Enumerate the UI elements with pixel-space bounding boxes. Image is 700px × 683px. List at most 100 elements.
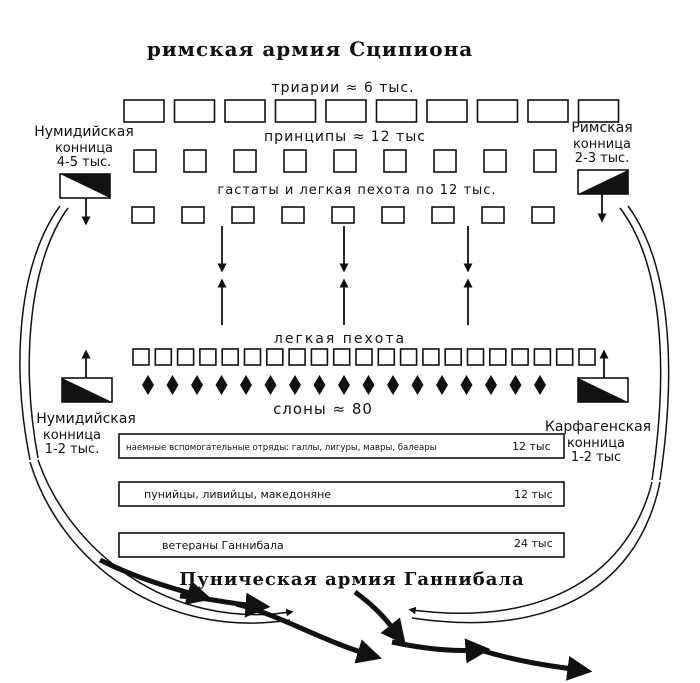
light-infantry-unit	[288, 348, 306, 366]
punic-line: пунийцы, ливийцы, македоняне 12 тыс	[118, 481, 565, 507]
left-cavalry-bottom-type: конница	[43, 428, 101, 443]
hastati-unit	[481, 206, 505, 224]
arrow-icon	[98, 557, 213, 605]
light-infantry-unit	[511, 348, 529, 366]
light-infantry-unit	[176, 348, 195, 366]
elephants-label: слоны ≈ 80	[273, 400, 373, 418]
right-cavalry-top-type: конница	[573, 137, 631, 152]
elephant-diamond-icon	[362, 375, 375, 395]
left-cavalry-bottom-name: Нумидийская	[36, 411, 136, 427]
arrow-icon	[353, 589, 406, 645]
elephant-diamond-icon	[411, 375, 424, 395]
principes-unit	[183, 149, 207, 173]
light-infantry-unit	[377, 348, 396, 366]
hastati-unit	[381, 206, 405, 224]
arrow-icon	[37, 459, 294, 617]
principes-unit	[383, 149, 407, 173]
cavalry-flag-icon	[577, 169, 629, 195]
triarii-unit	[123, 99, 165, 123]
veterans-size: 24 тыс	[514, 537, 553, 550]
arrow-icon	[391, 638, 491, 664]
cavalry-flag-icon	[61, 377, 113, 403]
arrow-icon	[179, 592, 271, 618]
light-infantry-unit	[199, 348, 217, 366]
arrow-icon	[479, 647, 593, 681]
mercenaries-label: наемные вспомогательные отряды: галлы, л…	[126, 443, 437, 453]
triarii-unit	[527, 99, 569, 123]
elephant-diamond-icon	[313, 375, 326, 395]
arrow-icon	[29, 461, 291, 624]
light-infantry-unit	[488, 348, 507, 366]
arrow-icon	[411, 481, 661, 624]
elephant-diamond-icon	[485, 375, 497, 395]
light-infantry-row	[132, 348, 596, 366]
elephant-diamond-icon	[142, 375, 154, 395]
left-cavalry-top-type: конница	[55, 141, 113, 156]
light-infantry-unit	[399, 348, 418, 366]
light-infantry-unit	[243, 348, 262, 366]
triarii-unit	[426, 99, 468, 123]
right-cavalry-bottom-type: конница	[567, 436, 625, 451]
left-cavalry-top-size: 4-5 тыс.	[57, 155, 111, 170]
hastati-label: гастаты и легкая пехота по 12 тыс.	[217, 183, 496, 198]
arrow-icon	[627, 205, 670, 481]
veterans-label: ветераны Ганнибала	[162, 539, 284, 552]
elephant-diamond-icon	[191, 375, 203, 395]
principes-unit	[283, 149, 307, 173]
roman-army-title: римская армия Сципиона	[147, 37, 473, 61]
triarii-unit	[476, 99, 519, 123]
advance-arrows	[217, 226, 473, 325]
light-infantry-unit	[444, 348, 463, 366]
elephant-diamond-icon	[509, 375, 522, 395]
triarii-unit	[274, 99, 317, 123]
triarii-label: триарии ≈ 6 тыс.	[271, 80, 414, 96]
light-infantry-unit	[332, 348, 351, 366]
light-infantry-label: легкая пехота	[274, 331, 406, 347]
mercenaries-line: наемные вспомогательные отряды: галлы, л…	[118, 433, 565, 459]
principes-unit	[483, 149, 507, 173]
light-infantry-unit	[533, 348, 552, 366]
left-cavalry-bottom-size: 1-2 тыс.	[45, 442, 99, 457]
elephant-row	[142, 375, 546, 395]
hastati-unit	[181, 206, 205, 224]
triarii-unit	[375, 99, 418, 123]
elephant-diamond-icon	[264, 375, 277, 395]
arrow-icon	[619, 207, 662, 481]
cavalry-flag-icon	[577, 377, 629, 403]
right-cavalry-top-name: Римская	[571, 120, 632, 136]
light-infantry-unit	[154, 348, 173, 366]
light-infantry-unit	[355, 348, 373, 366]
elephant-diamond-icon	[240, 375, 252, 395]
retreat-arrows	[98, 557, 593, 681]
elephant-diamond-icon	[460, 375, 473, 395]
elephant-diamond-icon	[436, 375, 448, 395]
triarii-unit	[224, 99, 266, 123]
light-infantry-unit	[132, 348, 150, 366]
right-cavalry-bottom-size: 1-2 тыс	[571, 450, 621, 465]
light-infantry-unit	[555, 348, 574, 366]
triarii-unit	[325, 99, 367, 123]
cavalry-flag-icon	[59, 173, 111, 199]
triarii-unit	[577, 99, 620, 123]
mercenaries-size: 12 тыс	[512, 440, 551, 453]
hastati-unit	[531, 206, 555, 224]
hastati-unit	[331, 206, 355, 224]
arrow-icon	[235, 601, 382, 664]
left-cavalry-top-name: Нумидийская	[34, 124, 134, 140]
principes-label: принципы ≈ 12 тыс	[264, 129, 426, 145]
right-cavalry-bottom-name: Карфагенская	[545, 419, 651, 435]
punic-size: 12 тыс	[514, 488, 553, 501]
veterans-line: ветераны Ганнибала 24 тыс	[118, 532, 565, 558]
triarii-row	[123, 99, 620, 123]
punic-label: пунийцы, ливийцы, македоняне	[144, 488, 331, 501]
elephant-diamond-icon	[166, 375, 179, 395]
punic-army-title: Пуническая армия Ганнибала	[179, 569, 524, 590]
hastati-unit	[231, 206, 255, 224]
hastati-unit	[431, 206, 455, 224]
arrow-icon	[408, 481, 653, 615]
principes-unit	[433, 149, 457, 173]
light-infantry-unit	[466, 348, 485, 366]
elephant-diamond-icon	[338, 375, 350, 395]
light-infantry-unit	[422, 348, 440, 366]
